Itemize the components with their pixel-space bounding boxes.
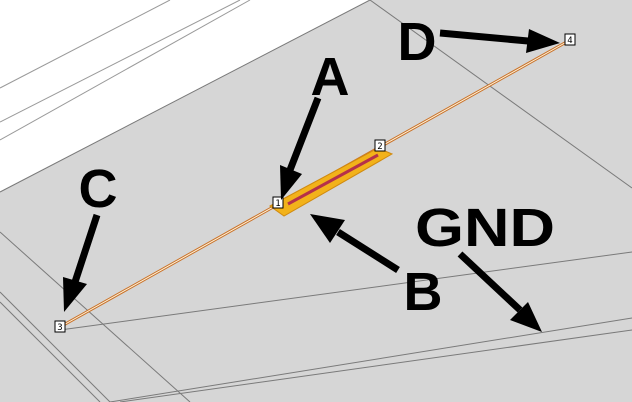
port-1-label: 1 bbox=[275, 199, 280, 209]
component-stripe bbox=[287, 153, 379, 206]
callout-arrows bbox=[63, 29, 560, 332]
label-c: C bbox=[79, 159, 118, 219]
arrow-d bbox=[439, 29, 560, 53]
arrow-a bbox=[280, 96, 322, 200]
label-d: D bbox=[398, 12, 437, 72]
port-3: 3 bbox=[54, 320, 66, 333]
port-1: 1 bbox=[272, 196, 284, 209]
arrow-c bbox=[63, 213, 101, 312]
arrow-b bbox=[310, 214, 400, 273]
component-b bbox=[269, 147, 394, 217]
port-4: 4 bbox=[564, 33, 576, 46]
label-a: A bbox=[311, 47, 350, 107]
port-3-label: 3 bbox=[57, 323, 62, 333]
port-2-label: 2 bbox=[377, 142, 382, 152]
label-b: B bbox=[404, 262, 443, 322]
arrow-gnd bbox=[457, 251, 542, 332]
port-2: 2 bbox=[374, 139, 386, 152]
port-4-label: 4 bbox=[567, 36, 572, 46]
label-gnd: GND bbox=[415, 198, 555, 258]
